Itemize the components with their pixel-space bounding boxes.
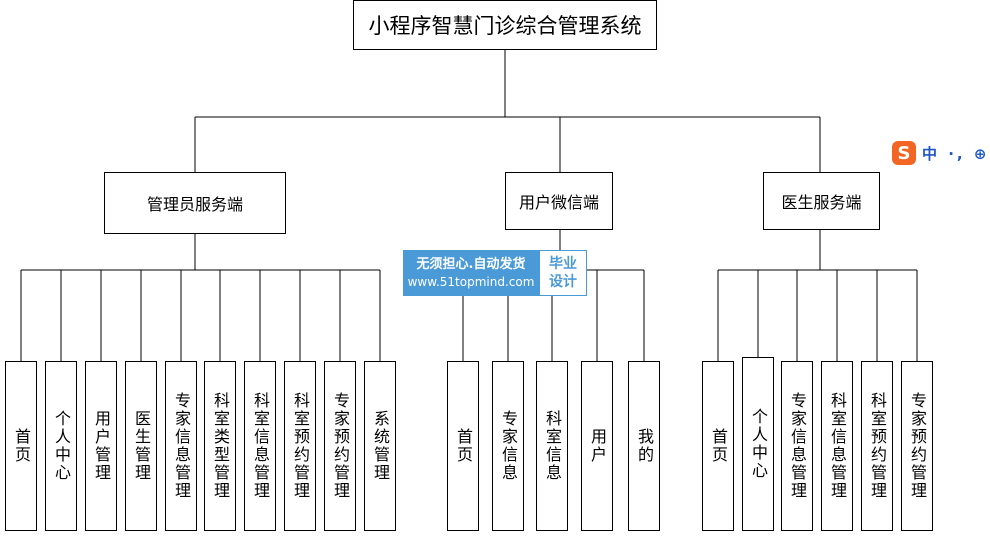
leaf-node-label: 首页 [709,428,728,464]
branch-node-label: 管理员服务端 [146,195,243,214]
watermark-banner: 无须担心.自动发货 www.51topmind.com 毕业 设计 [403,250,587,296]
leaf-node-label: 个人中心 [52,410,71,482]
leaf-node-label: 用户管理 [92,410,111,482]
leaf-node-label: 专家预约管理 [331,392,350,500]
leaf-node-label: 科室预约管理 [868,392,887,500]
leaf-node-user-home: 首页 [447,361,479,531]
leaf-node-user-depts: 科室信息 [536,361,568,531]
ime-toolbar[interactable]: S 中 ·, ⊕ [892,140,990,166]
branch-node-doctor: 医生服务端 [763,172,880,230]
watermark-text-block: 无须担心.自动发货 www.51topmind.com [403,250,539,296]
leaf-node-label: 科室信息管理 [251,392,270,500]
leaf-node-label: 科室信息 [543,410,562,482]
leaf-node-label: 系统管理 [371,410,390,482]
leaf-node-label: 专家预约管理 [908,392,927,500]
leaf-node-admin-home: 首页 [5,361,37,531]
leaf-node-admin-expert-booking: 专家预约管理 [324,361,356,531]
leaf-node-label: 科室预约管理 [291,392,310,500]
leaf-node-admin-dept-types: 科室类型管理 [204,361,236,531]
leaf-node-label: 我的 [635,428,654,464]
leaf-node-admin-dept-info: 科室信息管理 [244,361,276,531]
leaf-node-admin-dept-booking: 科室预约管理 [284,361,316,531]
branch-node-label: 用户微信端 [518,193,599,212]
leaf-node-admin-users: 用户管理 [85,361,117,531]
leaf-node-admin-expert-info: 专家信息管理 [165,361,197,531]
leaf-node-admin-profile: 个人中心 [45,361,77,531]
branch-node-user: 用户微信端 [505,172,613,230]
leaf-node-user-mine: 我的 [628,361,660,531]
leaf-node-doctor-dept-info: 科室信息管理 [821,361,853,531]
watermark-badge-line2: 设计 [549,274,577,290]
leaf-node-doctor-home: 首页 [702,361,734,531]
leaf-node-doctor-profile: 个人中心 [742,357,774,531]
leaf-node-label: 科室信息管理 [828,392,847,500]
leaf-node-label: 科室类型管理 [211,392,230,500]
leaf-node-label: 个人中心 [749,408,768,480]
leaf-node-label: 首页 [454,428,473,464]
leaf-node-label: 专家信息管理 [788,392,807,500]
leaf-node-admin-doctors: 医生管理 [125,361,157,531]
leaf-node-label: 用户 [588,428,607,464]
leaf-node-label: 医生管理 [132,410,151,482]
leaf-node-admin-system: 系统管理 [364,361,396,531]
watermark-badge: 毕业 设计 [539,250,587,296]
leaf-node-doctor-expert-info: 专家信息管理 [781,361,813,531]
sogou-logo-icon[interactable]: S [892,141,916,165]
leaf-node-label: 首页 [12,428,31,464]
leaf-node-doctor-dept-booking: 科室预约管理 [861,361,893,531]
root-node: 小程序智慧门诊综合管理系统 [353,0,657,50]
ime-status-text[interactable]: 中 ·, ⊕ [922,144,990,163]
branch-node-label: 医生服务端 [781,193,862,212]
leaf-node-label: 专家信息管理 [172,392,191,500]
leaf-node-user-user: 用户 [581,361,613,531]
leaf-node-user-experts: 专家信息 [492,361,524,531]
branch-node-admin: 管理员服务端 [104,172,286,234]
leaf-node-label: 专家信息 [499,410,518,482]
watermark-slogan: 无须担心.自动发货 [416,256,526,272]
watermark-url: www.51topmind.com [407,274,535,289]
watermark-badge-line1: 毕业 [549,256,577,272]
leaf-node-doctor-expert-booking: 专家预约管理 [901,361,933,531]
root-node-label: 小程序智慧门诊综合管理系统 [368,14,642,38]
